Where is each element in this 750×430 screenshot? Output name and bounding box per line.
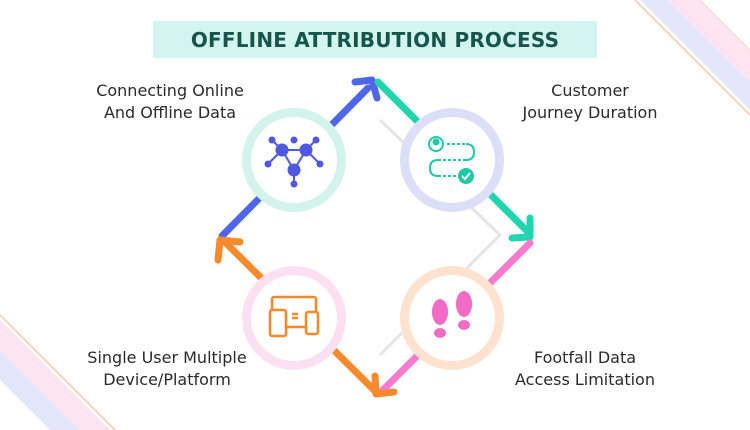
step-circle-footfall-data xyxy=(400,266,504,370)
step-label-line: Journey Duration xyxy=(522,103,658,122)
step-label-footfall-data: Footfall Data Access Limitation xyxy=(485,347,685,391)
step-label-multi-device: Single User Multiple Device/Platform xyxy=(62,347,272,391)
title-banner: OFFLINE ATTRIBUTION PROCESS xyxy=(153,21,597,58)
footprints-icon xyxy=(432,291,472,338)
step-label-customer-journey: Customer Journey Duration xyxy=(490,80,690,124)
step-circle-connecting-data xyxy=(242,108,346,212)
step-label-line: And Offline Data xyxy=(103,103,237,122)
step-label-line: Access Limitation xyxy=(515,370,655,389)
step-label-line: Single User Multiple xyxy=(87,348,247,367)
corner-stripes-bottom-left xyxy=(0,314,116,430)
step-label-connecting-data: Connecting Online And Offline Data xyxy=(70,80,270,124)
page-title: OFFLINE ATTRIBUTION PROCESS xyxy=(190,27,560,52)
corner-stripes-top-right xyxy=(634,0,750,116)
step-label-line: Connecting Online xyxy=(96,81,244,100)
step-circle-customer-journey xyxy=(400,108,504,212)
network-nodes-icon xyxy=(264,136,324,188)
step-label-line: Footfall Data xyxy=(533,348,637,367)
multi-device-icon xyxy=(268,295,320,338)
journey-flow-icon xyxy=(428,136,476,184)
step-label-line: Device/Platform xyxy=(103,370,231,389)
step-label-line: Customer xyxy=(551,81,629,100)
step-circle-multi-device xyxy=(242,266,346,370)
arrowhead-bottom xyxy=(371,372,398,398)
